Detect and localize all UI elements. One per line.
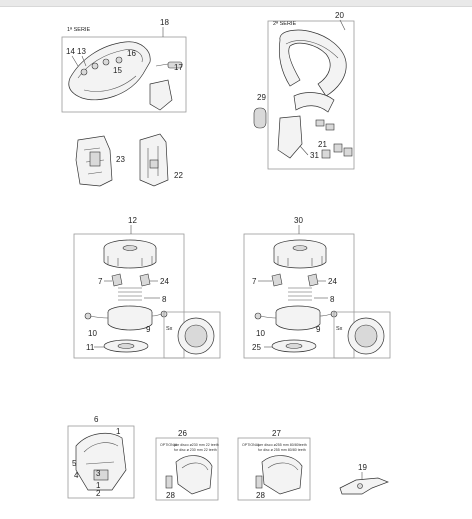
group-18-number: 18: [160, 18, 169, 27]
part-22[interactable]: 22: [139, 133, 183, 187]
harness-strap-shape: [68, 41, 151, 101]
part-10b-label: 10: [256, 329, 265, 338]
group-12-inset-label: Sx: [166, 326, 173, 332]
part-7-label: 7: [98, 277, 103, 286]
part-16-label: 16: [127, 49, 136, 58]
part-8-label: 8: [162, 295, 167, 304]
part-25-label: 25: [252, 343, 261, 352]
part-1-label: 1: [116, 427, 121, 436]
group-26[interactable]: 26 OPTIONAL per disco ø230 mm 22 teeth f…: [155, 429, 219, 501]
part-28b-label: 28: [256, 491, 265, 500]
part-5-label: 5: [72, 459, 77, 468]
group-12-number: 12: [128, 216, 137, 225]
part-11-label: 11: [86, 343, 95, 352]
group-27[interactable]: 27 OPTIONAL per disco ø255 mm 80/80teeth…: [237, 429, 311, 501]
harness-2-strap-shape: [278, 29, 347, 97]
part-4-label: 4: [74, 471, 79, 480]
part-21-label: 21: [318, 140, 327, 149]
group-30-inset-label: Sx: [336, 326, 343, 332]
part-1b-label: 1: [96, 481, 101, 490]
part-19-label: 19: [358, 463, 367, 472]
group-30-inset-box: [333, 311, 391, 359]
group-26-number: 26: [178, 429, 187, 438]
part-9b-label: 9: [316, 325, 321, 334]
group-6[interactable]: 6 1 5 3 4 1 2: [67, 415, 135, 499]
group-6-number: 6: [94, 415, 99, 424]
group-26-note-2: for disc ø 230 mm 22 teeth: [174, 448, 217, 452]
guard-26-shape: [175, 455, 213, 495]
guard-27-shape: [261, 455, 303, 495]
part-7b-label: 7: [252, 277, 257, 286]
part-22-label: 22: [174, 171, 183, 180]
part-10-label: 10: [88, 329, 97, 338]
group-27-box: [237, 437, 311, 501]
part-24-label: 24: [160, 277, 169, 286]
group-27-note-2: for disc ø 255 mm 80/80 teeth: [258, 448, 306, 452]
group-30-number: 30: [294, 216, 303, 225]
part-17-label: 17: [174, 63, 183, 72]
group-27-note-1: per disco ø255 mm 80/80teeth: [258, 443, 307, 447]
group-20[interactable]: 20 2ª SERIE 29 21 31: [253, 11, 355, 170]
part-15-label: 15: [113, 66, 122, 75]
group-18-box: [61, 36, 187, 113]
group-12-inset-box: [163, 311, 221, 359]
group-6-box: [67, 425, 135, 499]
part-31-label: 31: [310, 151, 319, 160]
group-26-box: [155, 437, 219, 501]
group-18[interactable]: 18 1ª SERIE 14 13 16 15 17: [61, 18, 187, 113]
group-27-number: 27: [272, 429, 281, 438]
part-9-label: 9: [146, 325, 151, 334]
group-12[interactable]: 12 7 24 8 10 9 11 Sx: [73, 216, 221, 359]
top-bar: [0, 0, 472, 7]
group-26-note-1: per disco ø230 mm 22 teeth: [174, 443, 219, 447]
part-14-label: 14: [66, 47, 75, 56]
group-12-box: [73, 233, 185, 359]
group-18-serie-label: 1ª SERIE: [67, 26, 90, 33]
blade-guard-shape: [75, 432, 127, 491]
group-20-box: [267, 20, 355, 170]
part-3-label: 3: [96, 469, 101, 478]
part-29-label: 29: [257, 93, 266, 102]
part-13-label: 13: [77, 47, 86, 56]
part-24b-label: 24: [328, 277, 337, 286]
group-30[interactable]: 30 7 24 8 10 9 25 Sx: [243, 216, 391, 359]
harness-2-pad-shape: [277, 115, 303, 159]
part-19[interactable]: 19: [339, 463, 389, 495]
group-20-number: 20: [335, 11, 344, 20]
group-20-serie-label: 2ª SERIE: [273, 20, 296, 27]
harness-pad-shape: [149, 79, 173, 111]
part-8b-label: 8: [330, 295, 335, 304]
part-2-label: 2: [96, 489, 101, 498]
part-28-label: 28: [166, 491, 175, 500]
group-26-optional: OPTIONAL: [160, 443, 178, 447]
group-27-optional: OPTIONAL: [242, 443, 260, 447]
part-23[interactable]: 23: [75, 135, 125, 187]
part-23-label: 23: [116, 155, 125, 164]
part-19-shape: [339, 477, 389, 495]
part-29-shape: [253, 107, 267, 129]
